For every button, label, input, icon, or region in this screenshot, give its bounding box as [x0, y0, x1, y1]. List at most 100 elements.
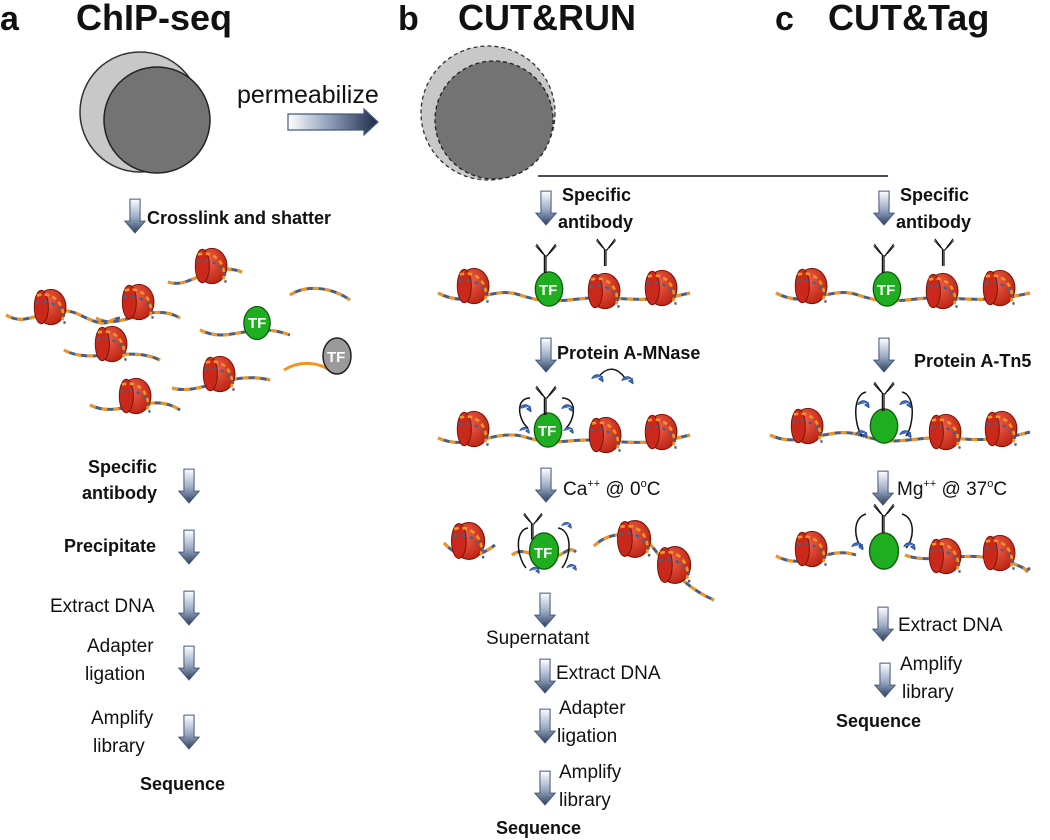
cuttag-ion: Mg	[897, 479, 923, 500]
chip-amplify-label-2: library	[93, 736, 145, 757]
cutrun-temp-unit: C	[647, 479, 661, 500]
cuttag-antibody-label-2: antibody	[896, 212, 971, 232]
cutrun-antibody-label-2: antibody	[558, 212, 633, 232]
tf-label: TF	[248, 315, 266, 332]
nucleosome-icon	[983, 410, 1019, 448]
nucleosome-icon	[455, 267, 491, 305]
cutrun-chromatin-2: TF	[437, 385, 691, 454]
cutrun-extract-label: Extract DNA	[556, 663, 661, 684]
cutrun-ion: Ca	[563, 479, 588, 500]
chip-arrow-1	[124, 198, 146, 234]
chip-antibody-label-1: Specific	[88, 457, 157, 477]
cutrun-sequence-label: Sequence	[496, 818, 581, 838]
tf-label: TF	[539, 282, 557, 299]
cuttag-chromatin-1: TF	[775, 238, 1031, 310]
cutrun-amplify-label-1: Amplify	[559, 762, 622, 783]
nucleosome-icon	[924, 272, 960, 310]
cutrun-protein-label: Protein A-MNase	[557, 343, 700, 363]
nucleosome-icon	[616, 519, 653, 559]
cutrun-adapter-label-1: Adapter	[559, 698, 626, 719]
panel-c-letter: c	[775, 0, 794, 38]
cuttag-amplify-label-2: library	[902, 682, 954, 703]
cutrun-chromatin-1: TF	[437, 238, 691, 310]
chip-adapter-label-1: Adapter	[87, 636, 154, 657]
cutrun-arrow-6	[534, 708, 556, 744]
protein-a-icon	[561, 521, 572, 529]
antibody-icon	[534, 243, 558, 274]
nucleosome-icon	[789, 407, 825, 445]
cutrun-temp: @ 0	[600, 479, 640, 500]
panel-a-title: ChIP-seq	[76, 0, 232, 38]
nucleosome-icon	[120, 283, 156, 321]
nucleosome-icon	[656, 545, 693, 585]
nucleosome-icon	[32, 288, 68, 326]
nucleosome-icon	[450, 521, 487, 561]
antibody-icon	[595, 238, 617, 267]
cuttag-antibody-label-1: Specific	[900, 185, 969, 205]
cuttag-sequence-label: Sequence	[836, 711, 921, 731]
cutrun-supernatant-label: Supernatant	[486, 628, 590, 649]
tf-label: TF	[877, 282, 895, 299]
cutrun-ion-label: Ca++ @ 0oC	[563, 478, 660, 500]
nucleosome-icon	[793, 267, 829, 305]
tf-gray-icon	[322, 337, 352, 375]
cutrun-ion-sup: ++	[587, 478, 600, 490]
cuttag-chromatin-2	[769, 381, 1031, 451]
cutrun-arrow-2	[535, 337, 557, 373]
chip-precipitate-label: Precipitate	[64, 536, 156, 556]
cutrun-amplify-label-2: library	[559, 790, 611, 811]
protein-a-icon	[899, 400, 912, 409]
antibody-icon	[534, 385, 558, 416]
cuttag-chromatin-3	[775, 503, 1031, 575]
nucleosome-icon	[193, 247, 229, 285]
chip-amplify-label-1: Amplify	[91, 708, 154, 729]
cuttag-arrow-1	[873, 190, 895, 226]
cutrun-arrow-5	[534, 658, 556, 694]
cuttag-temp-unit: C	[993, 479, 1007, 500]
cutrun-arrow-4	[534, 592, 556, 628]
protein-a-icon	[566, 563, 577, 571]
chip-adapter-label-2: ligation	[85, 664, 145, 685]
nucleosome-icon	[117, 377, 153, 415]
nucleosome-icon	[93, 325, 129, 363]
tf-icon	[869, 408, 899, 444]
nucleosome-icon	[927, 537, 963, 575]
cuttag-arrow-3	[872, 470, 894, 506]
antibody-icon	[933, 238, 955, 267]
nucleosome-icon	[455, 410, 491, 448]
chip-sequence-label: Sequence	[140, 774, 225, 794]
protein-a-icon	[851, 542, 864, 551]
nucleosome-icon	[201, 355, 237, 393]
chip-arrow-5	[178, 645, 200, 681]
cuttag-arrow-2	[873, 337, 895, 373]
nucleosome-icon	[981, 269, 1017, 307]
nucleosome-icon	[587, 416, 623, 454]
cutrun-arrow-1	[535, 190, 557, 226]
protein-a-mnase-icon	[591, 368, 634, 385]
antibody-icon	[872, 243, 896, 274]
tf-label: TF	[538, 423, 556, 440]
cuttag-temp: @ 37	[936, 479, 987, 500]
nucleosome-icon	[643, 413, 679, 451]
chip-antibody-label-2: antibody	[82, 483, 157, 503]
protein-a-icon	[857, 400, 870, 409]
permeabilize-label: permeabilize	[237, 81, 379, 109]
nucleosome-icon	[643, 269, 679, 307]
antibody-icon	[872, 503, 896, 534]
nucleosome-icon	[981, 534, 1017, 572]
permeabilize-arrow	[287, 107, 379, 137]
chip-crosslink-label: Crosslink and shatter	[147, 208, 331, 228]
cutrun-arrow-7	[534, 770, 556, 806]
protein-a-icon	[519, 426, 530, 434]
chip-extract-label: Extract DNA	[50, 596, 155, 617]
cutrun-arrow-3	[535, 467, 557, 503]
cuttag-arrow-5	[874, 662, 896, 698]
cuttag-temp-sup: o	[987, 478, 993, 490]
panel-a-letter: a	[0, 0, 20, 38]
panel-b-letter: b	[398, 0, 419, 38]
chip-arrow-3	[178, 529, 200, 565]
antibody-icon	[872, 381, 896, 412]
protein-a-icon	[563, 426, 574, 434]
permeabilized-cell	[420, 45, 556, 181]
